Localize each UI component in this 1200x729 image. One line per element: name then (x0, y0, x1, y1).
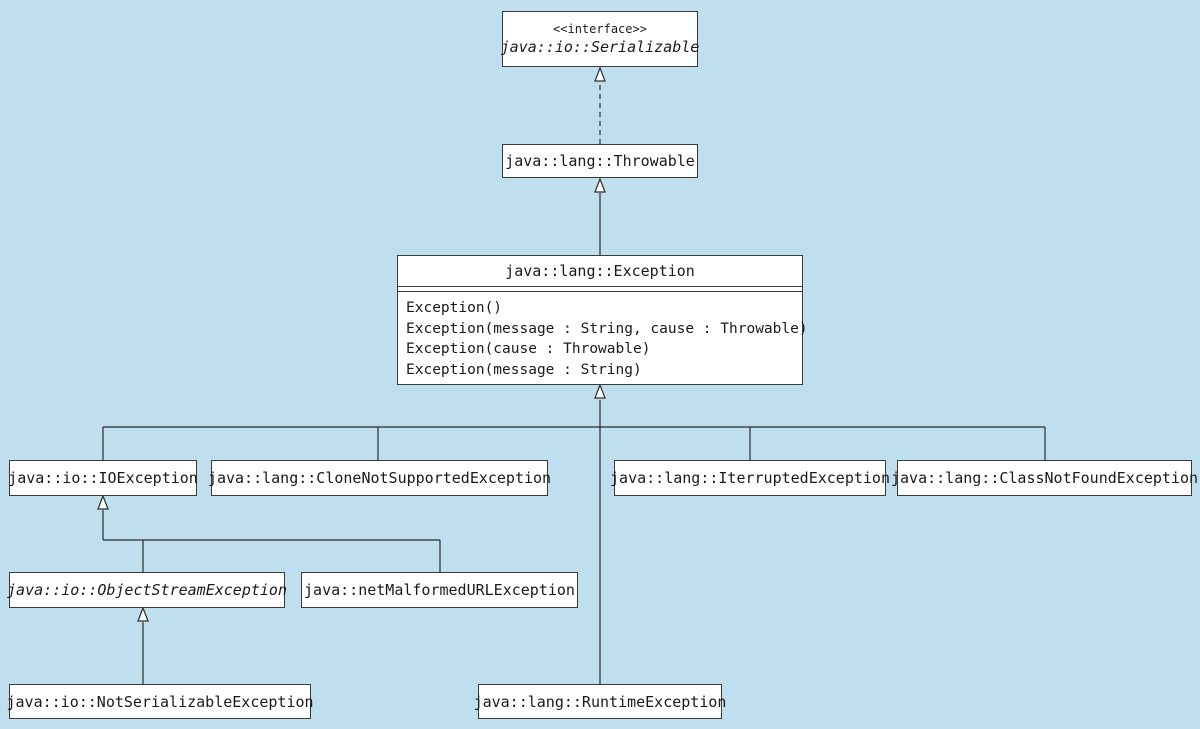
class-ioexception: java::io::IOException (8, 460, 198, 496)
class-name: java::io::IOException (8, 469, 198, 487)
class-exception: java::lang::Exception Exception() Except… (397, 255, 808, 385)
class-objectstream: java::io::ObjectStreamException (7, 572, 287, 608)
operation: Exception() (406, 300, 503, 316)
class-interrupted: java::lang::IterruptedException (610, 460, 890, 496)
class-name: java::netMalformedURLException (304, 581, 575, 599)
class-name: java::io::Serializable (500, 38, 700, 56)
class-serializable: <<interface>> java::io::Serializable (500, 11, 700, 67)
hollow-arrowhead-ioexception (97, 494, 109, 510)
stereotype-label: <<interface>> (553, 22, 647, 36)
operation: Exception(message : String) (406, 361, 642, 378)
hollow-arrowhead-serializable (594, 66, 606, 82)
operation: Exception(message : String, cause : Thro… (406, 320, 808, 337)
class-name: java::io::NotSerializableException (6, 692, 314, 711)
hollow-arrowhead-objectstream (137, 606, 149, 622)
hollow-arrowhead-exception (594, 383, 606, 399)
attributes-compartment (398, 287, 802, 292)
class-throwable: java::lang::Throwable (502, 144, 698, 178)
class-clonenotsupported: java::lang::CloneNotSupportedException (207, 460, 552, 496)
class-name: java::lang::RuntimeException (473, 692, 727, 711)
class-name: java::lang::ClassNotFoundException (890, 469, 1199, 487)
hollow-arrowhead-throwable (594, 177, 606, 193)
class-name: java::lang::CloneNotSupportedException (207, 469, 552, 487)
class-name: java::lang::IterruptedException (610, 469, 890, 487)
class-name: java::lang::Throwable (505, 152, 695, 170)
class-classnotfound: java::lang::ClassNotFoundException (891, 460, 1198, 496)
class-malformedurl: java::netMalformedURLException (301, 572, 578, 608)
class-runtime: java::lang::RuntimeException (474, 684, 726, 719)
class-name: java::lang::Exception (398, 256, 802, 287)
operations-compartment: Exception() Exception(message : String, … (398, 292, 808, 380)
operation: Exception(cause : Throwable) (406, 341, 651, 357)
class-notserializable: java::io::NotSerializableException (6, 684, 314, 719)
class-name: java::io::ObjectStreamException (7, 581, 287, 599)
